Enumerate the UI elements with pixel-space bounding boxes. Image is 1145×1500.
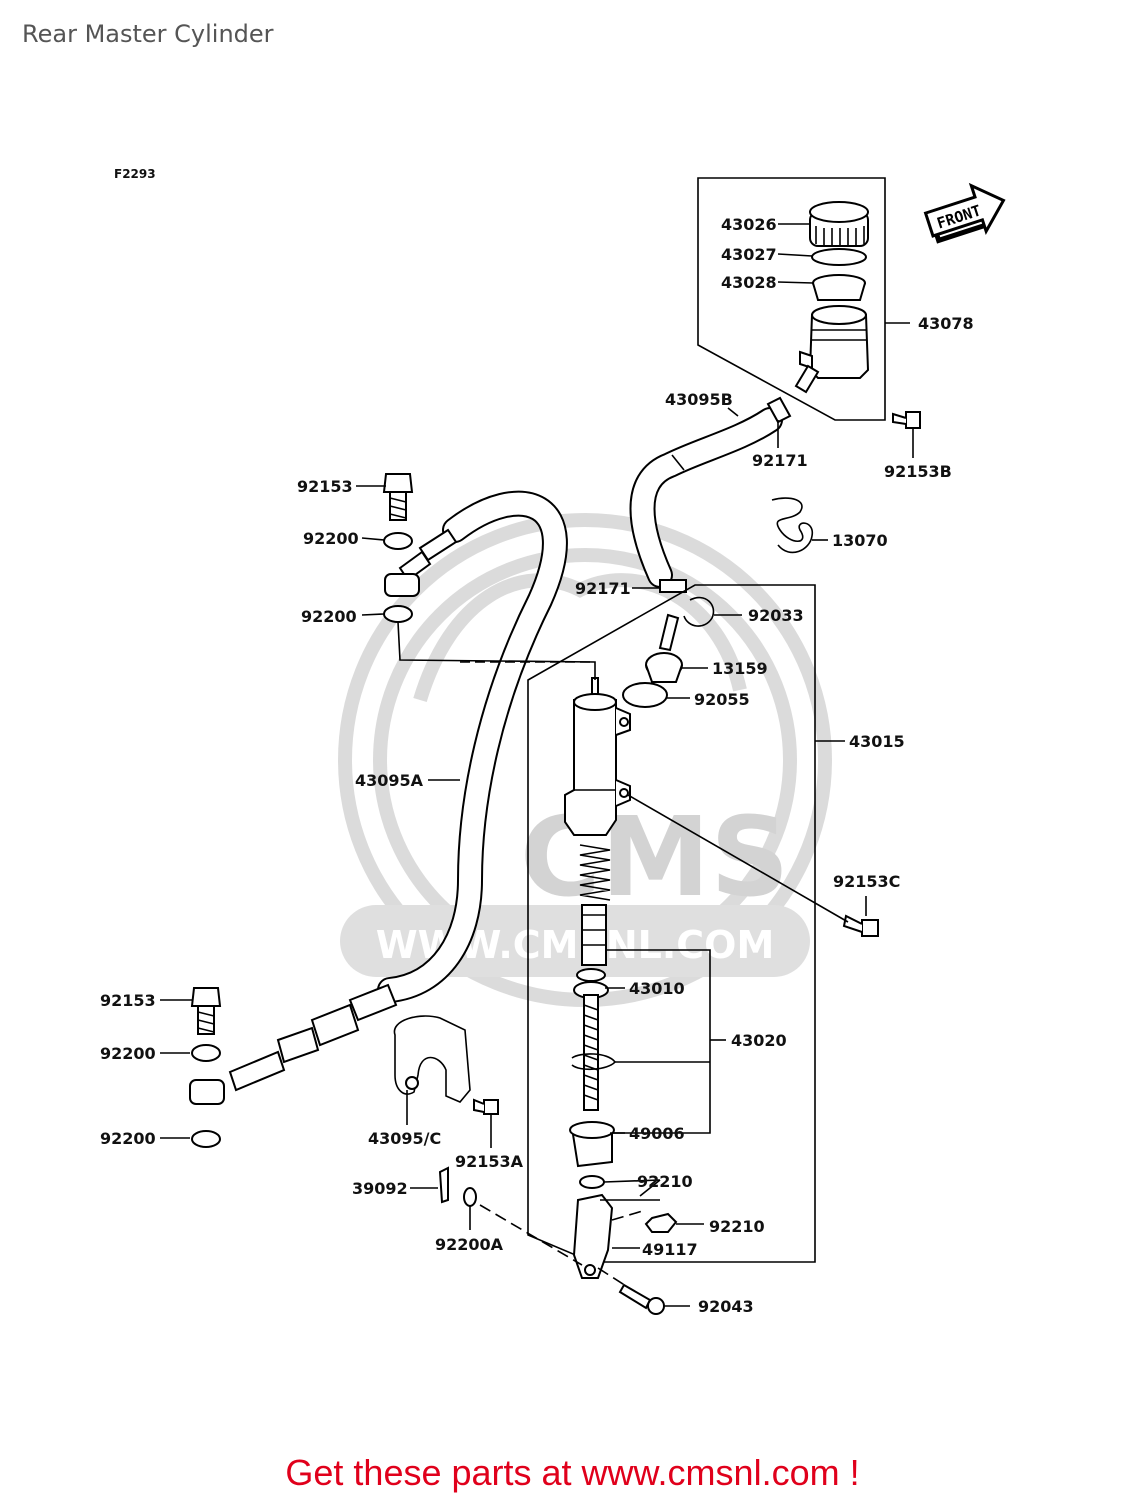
label-92153-lower: 92153	[100, 991, 156, 1010]
label-49006: 49006	[629, 1124, 685, 1143]
cotter-pin	[438, 1166, 449, 1204]
label-92200a: 92200A	[435, 1235, 504, 1254]
clevis-pin	[618, 1283, 665, 1315]
label-43026: 43026	[721, 215, 777, 234]
label-13159: 13159	[712, 659, 768, 678]
label-92033: 92033	[748, 606, 804, 625]
label-92043: 92043	[698, 1297, 754, 1316]
nut-lower	[644, 1212, 678, 1233]
label-92171-lower: 92171	[575, 579, 631, 598]
front-arrow-icon: FRONT	[923, 182, 1006, 244]
label-43095a: 43095A	[355, 771, 424, 790]
label-43078: 43078	[918, 314, 974, 333]
hose-bracket	[393, 1015, 471, 1103]
hose-clamp-upper	[766, 396, 792, 424]
label-92055: 92055	[694, 690, 750, 709]
washer-lower-2	[191, 1130, 221, 1148]
label-92200-lower-1: 92200	[100, 1044, 156, 1063]
bolt-92153c	[842, 914, 879, 937]
lower-banjo-fitting	[189, 983, 398, 1105]
hose-fitting	[645, 613, 683, 683]
diaphragm	[811, 248, 867, 266]
banjo-bolt-upper	[382, 473, 414, 521]
figure-code: F2293	[114, 167, 156, 181]
reservoir-cap	[809, 201, 869, 247]
circlip-92033	[683, 596, 715, 627]
watermark-logo: CMS	[520, 793, 789, 921]
label-92153c: 92153C	[833, 872, 900, 891]
label-43027: 43027	[721, 245, 777, 264]
part-number-labels: 43026 43027 43028 43078 92153B 43095B 92…	[100, 215, 974, 1316]
label-92153-upper: 92153	[297, 477, 353, 496]
banjo-bolt-lower	[190, 987, 222, 1035]
label-92210-lower: 92210	[709, 1217, 765, 1236]
leader-lines	[160, 223, 914, 1307]
label-43010: 43010	[629, 979, 685, 998]
label-43015: 43015	[849, 732, 905, 751]
upper-banjo-fitting	[384, 528, 458, 597]
label-92200-upper-1: 92200	[303, 529, 359, 548]
label-43028: 43028	[721, 273, 777, 292]
washer-92200a	[463, 1187, 477, 1207]
label-43095b: 43095B	[665, 390, 733, 409]
label-92200-lower-2: 92200	[100, 1129, 156, 1148]
hose-clamp-lower	[659, 579, 687, 593]
piston-assembly	[581, 904, 607, 966]
cylinder-body	[564, 677, 631, 836]
page-title: Rear Master Cylinder	[22, 20, 274, 48]
label-43095c: 43095/C	[368, 1129, 441, 1148]
label-13070: 13070	[832, 531, 888, 550]
washer-upper-2	[383, 605, 413, 623]
clevis	[572, 1193, 614, 1279]
footer-link[interactable]: Get these parts at www.cmsnl.com !	[285, 1452, 860, 1493]
label-92153a: 92153A	[455, 1152, 524, 1171]
label-92153b: 92153B	[884, 462, 952, 481]
dust-boot	[569, 1121, 615, 1168]
screw-92153b	[892, 411, 921, 429]
label-49117: 49117	[642, 1240, 698, 1259]
label-39092: 39092	[352, 1179, 408, 1198]
o-ring	[622, 682, 668, 708]
exploded-parts-diagram: CMS WWW.CMSNL.COM F2293 FRONT	[100, 167, 1006, 1316]
washer-upper-1	[383, 532, 413, 550]
label-43020: 43020	[731, 1031, 787, 1050]
bolt-92153a	[473, 1098, 499, 1115]
washer-lower-1	[191, 1044, 221, 1062]
label-92200-upper-2: 92200	[301, 607, 357, 626]
brake-hose	[377, 490, 568, 1003]
reservoir-hose	[629, 407, 783, 588]
spring	[579, 844, 611, 901]
label-92171-upper: 92171	[752, 451, 808, 470]
label-92210-upper: 92210	[637, 1172, 693, 1191]
clip-13070	[771, 497, 813, 554]
diaphragm-plate	[812, 274, 866, 301]
reservoir-body	[794, 305, 870, 394]
reservoir-group	[697, 177, 921, 429]
push-rod	[573, 968, 609, 1111]
nut-upper	[579, 1175, 605, 1189]
